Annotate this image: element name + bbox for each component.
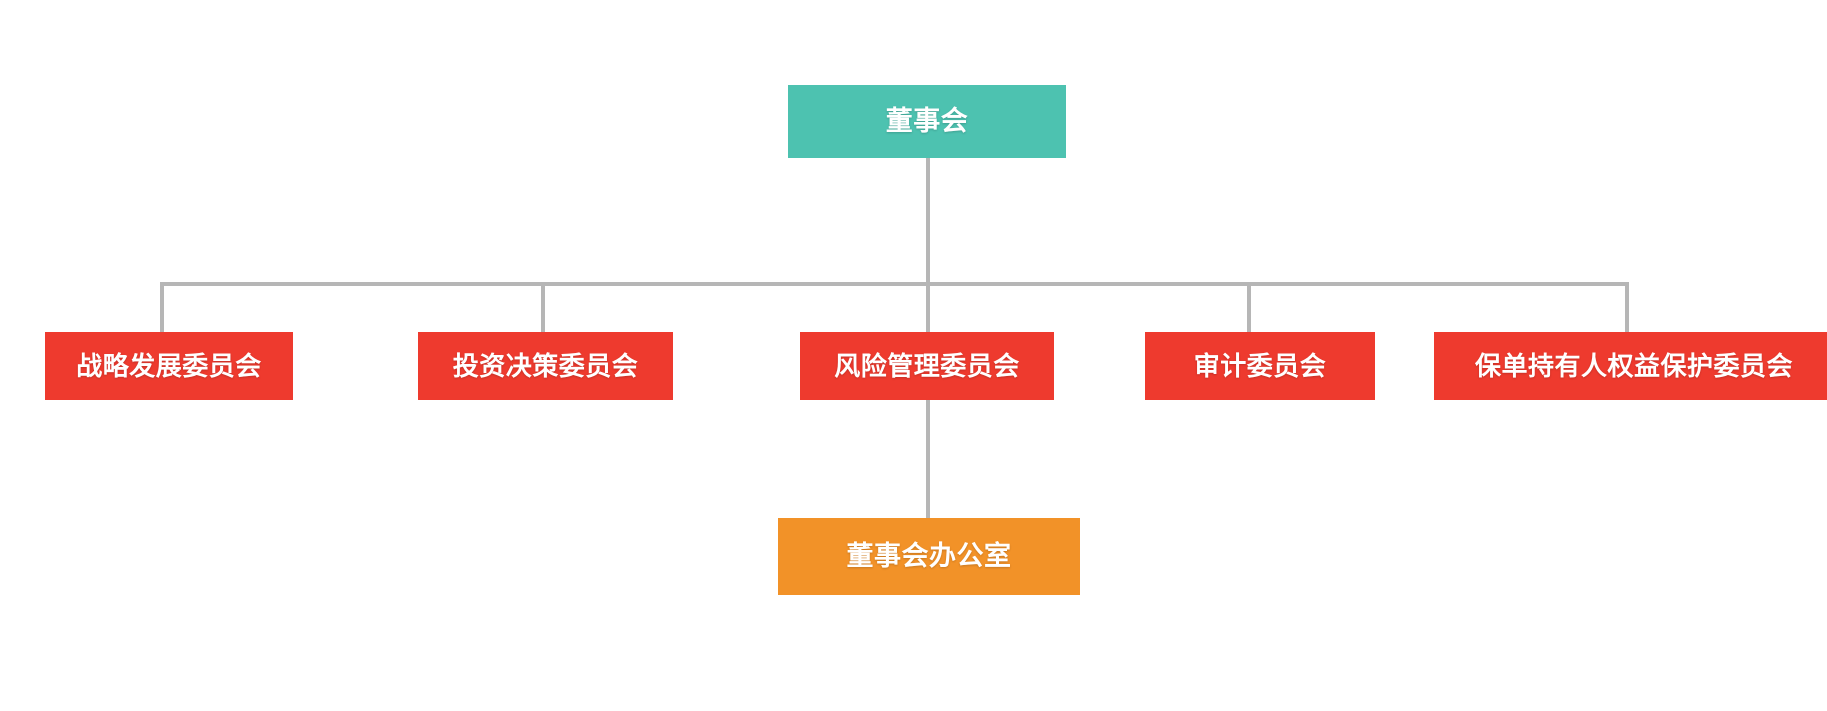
connector-bus-to-committee-1 <box>160 282 164 334</box>
connector-bus-to-committee-2 <box>541 282 545 334</box>
node-committee-policyholder-rights-protection[interactable]: 保单持有人权益保护委员会 <box>1434 332 1827 400</box>
node-committee-investment-decision[interactable]: 投资决策委员会 <box>418 332 673 400</box>
node-board-office[interactable]: 董事会办公室 <box>778 518 1080 595</box>
node-committee-audit[interactable]: 审计委员会 <box>1145 332 1375 400</box>
connector-bus-to-committee-5 <box>1625 282 1629 334</box>
connector-root-to-bus <box>926 158 930 284</box>
connector-horizontal-bus <box>160 282 1629 286</box>
node-board-of-directors[interactable]: 董事会 <box>788 85 1066 158</box>
connector-bus-to-committee-4 <box>1247 282 1251 334</box>
node-committee-strategy-development[interactable]: 战略发展委员会 <box>45 332 293 400</box>
connector-committee-3-to-office <box>926 400 930 520</box>
node-committee-risk-management[interactable]: 风险管理委员会 <box>800 332 1054 400</box>
connector-bus-to-committee-3 <box>926 282 930 334</box>
